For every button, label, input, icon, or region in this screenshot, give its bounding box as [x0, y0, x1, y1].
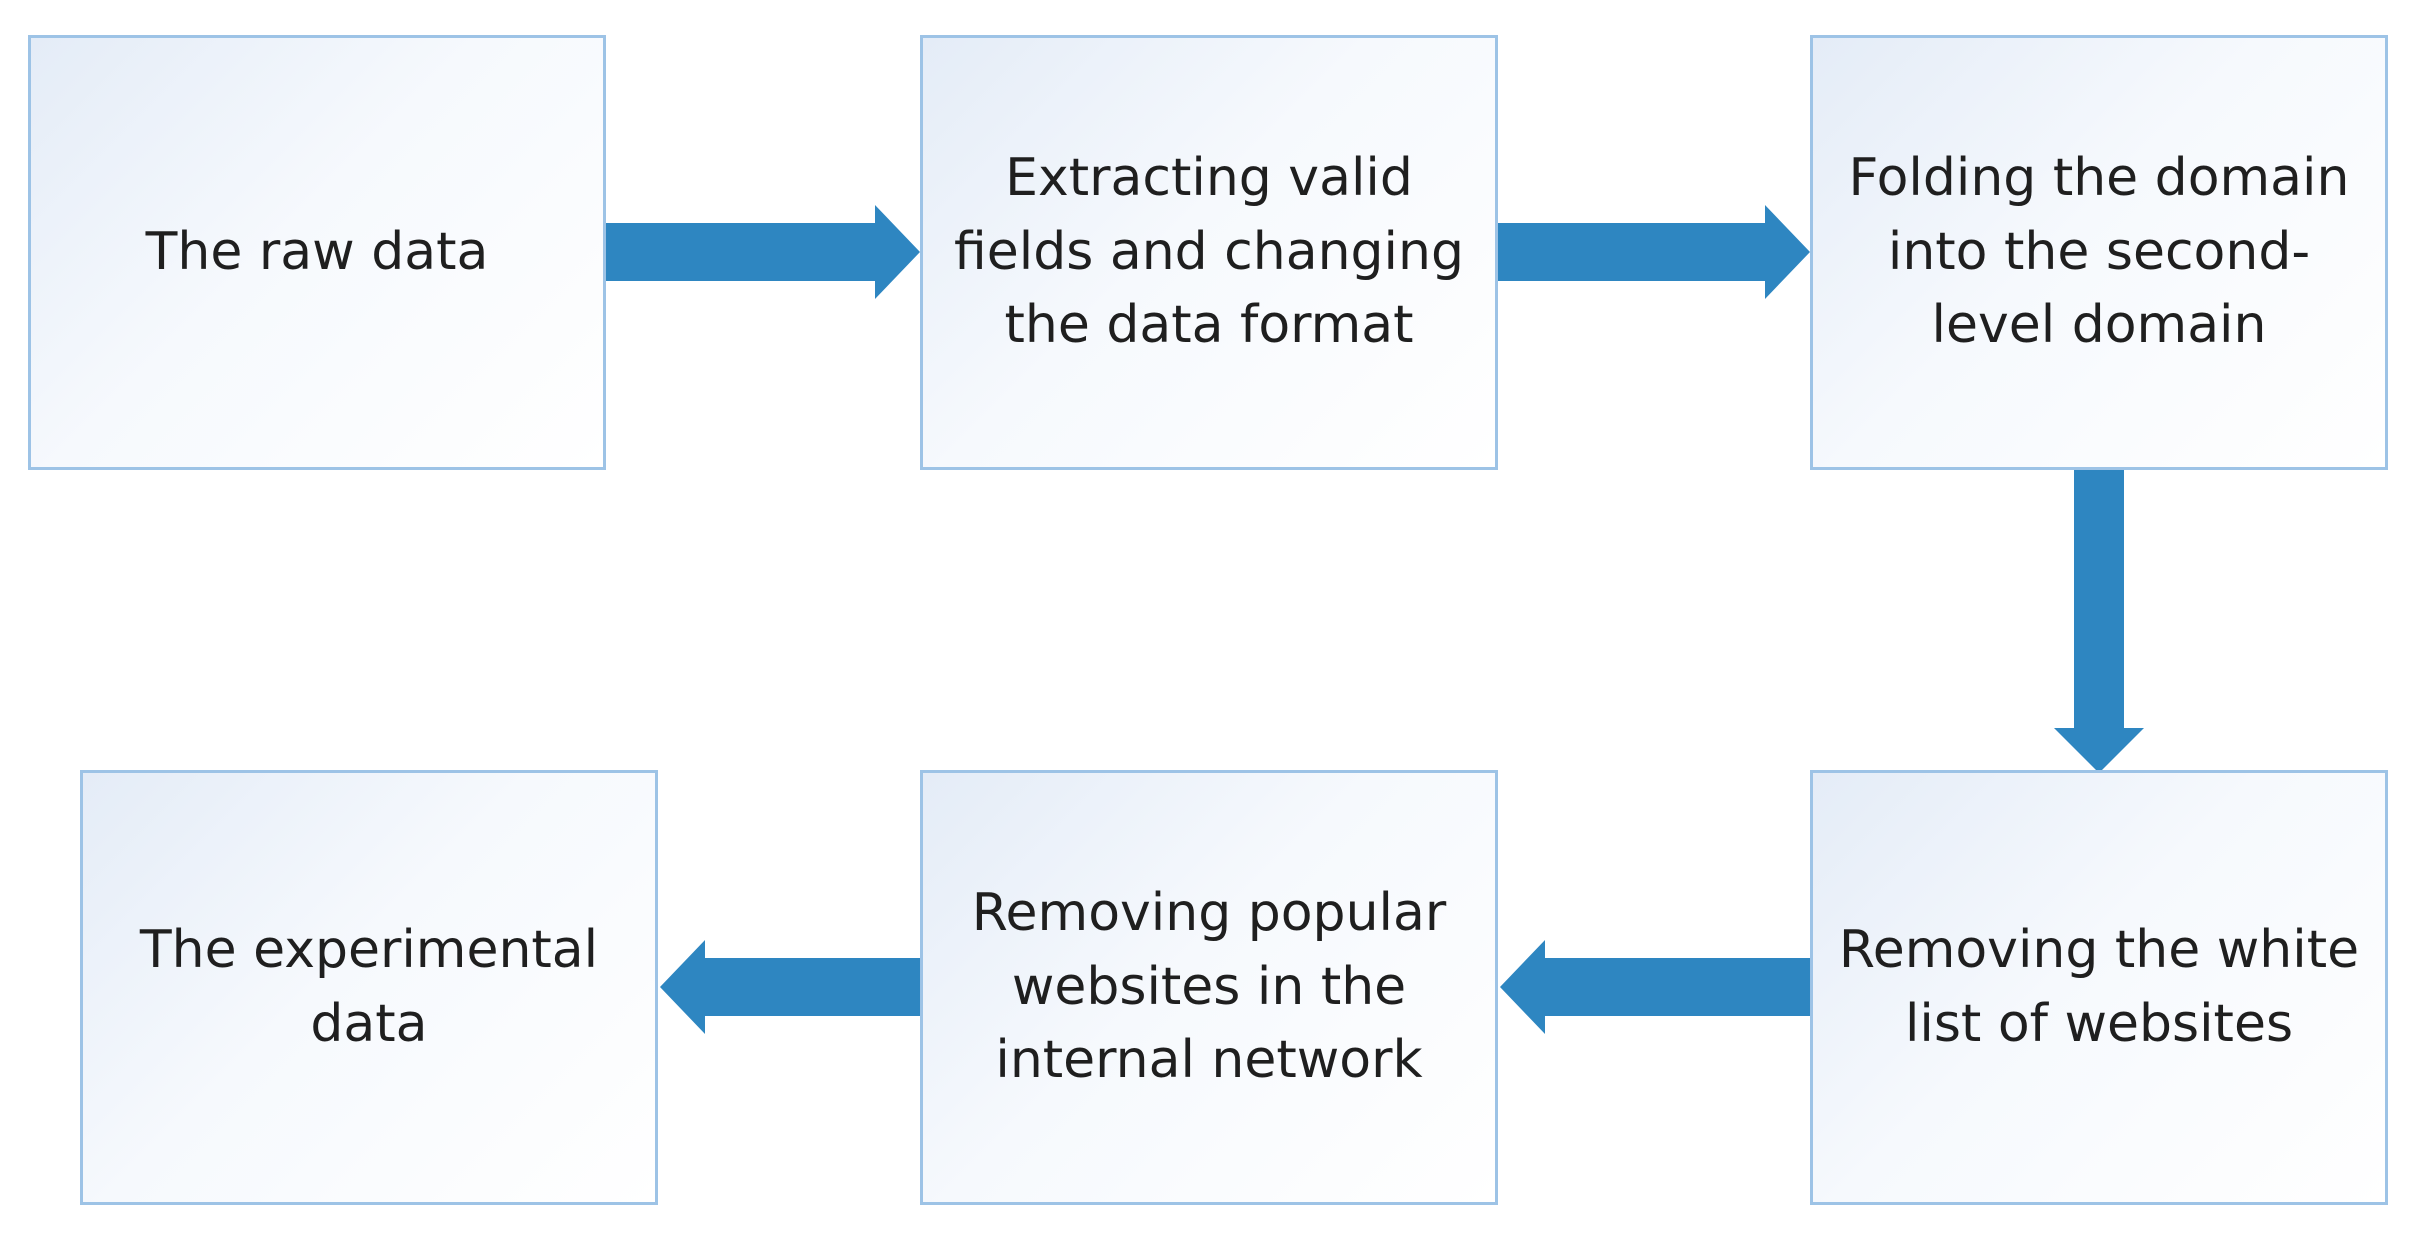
- box-remove-whitelist-label: Removing the white list of websites: [1838, 919, 2360, 1054]
- box-extract-fields: Extracting valid fields and changing the…: [920, 35, 1498, 470]
- box-remove-whitelist: Removing the white list of websites: [1810, 770, 2388, 1205]
- box-fold-domain-label: Folding the domain into the second-level…: [1848, 147, 2350, 356]
- box-remove-popular: Removing popular websites in the interna…: [920, 770, 1498, 1205]
- box-raw-data-label: The raw data: [145, 221, 489, 282]
- arrow-whitelist-to-popular: [1500, 940, 1810, 1034]
- box-experimental-data: The experimental data: [80, 770, 658, 1205]
- box-experimental-data-label: The experimental data: [139, 919, 599, 1054]
- arrow-fold-to-whitelist: [2054, 470, 2144, 773]
- arrow-extract-to-fold: [1497, 205, 1810, 299]
- box-fold-domain: Folding the domain into the second-level…: [1810, 35, 2388, 470]
- box-raw-data: The raw data: [28, 35, 606, 470]
- box-remove-popular-label: Removing popular websites in the interna…: [971, 882, 1447, 1091]
- box-extract-fields-label: Extracting valid fields and changing the…: [954, 147, 1464, 356]
- arrow-popular-to-experimental: [660, 940, 920, 1034]
- arrow-raw-to-extract: [605, 205, 920, 299]
